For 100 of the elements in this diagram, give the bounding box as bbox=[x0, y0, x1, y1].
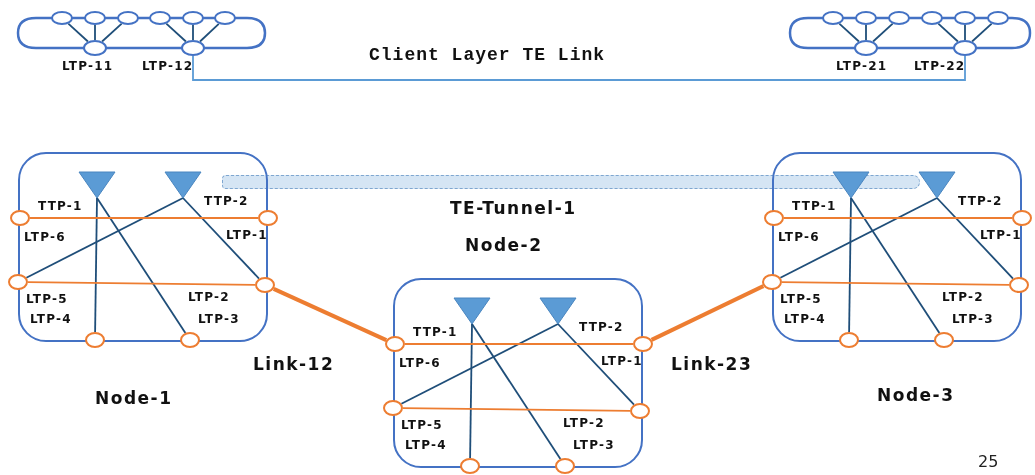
port-circle bbox=[149, 11, 171, 25]
connector-line bbox=[94, 24, 96, 41]
connector-line bbox=[67, 22, 89, 43]
page-number: 25 bbox=[978, 452, 999, 471]
connector-line bbox=[101, 22, 123, 43]
port-label: TTP-1 bbox=[38, 199, 83, 214]
connector-line bbox=[779, 197, 938, 279]
connector-line bbox=[165, 22, 187, 43]
tunnel-label: TE-Tunnel-1 bbox=[450, 198, 577, 219]
port-label: LTP-5 bbox=[401, 418, 443, 433]
ttp-triangle bbox=[79, 172, 115, 198]
connector-line bbox=[192, 24, 194, 41]
port-circle bbox=[839, 332, 859, 348]
port-circle bbox=[181, 40, 205, 56]
port-label: LTP-1 bbox=[980, 228, 1022, 243]
port-label: LTP-6 bbox=[778, 230, 820, 245]
port-label: LTP-2 bbox=[942, 290, 984, 305]
connector-line bbox=[29, 217, 259, 219]
port-circle bbox=[888, 11, 910, 25]
port-circle bbox=[460, 458, 480, 474]
port-label: LTP-4 bbox=[30, 312, 72, 327]
node-label: Node-2 bbox=[465, 235, 543, 256]
port-label: LTP-11 bbox=[62, 59, 114, 74]
port-circle bbox=[258, 210, 278, 226]
port-label: LTP-5 bbox=[780, 292, 822, 307]
connector-line bbox=[182, 197, 260, 280]
connector-line bbox=[94, 197, 98, 333]
ttp-triangle bbox=[833, 172, 869, 198]
link-line bbox=[650, 284, 765, 342]
port-label: LTP-3 bbox=[952, 312, 994, 327]
node-label: Node-1 bbox=[95, 388, 173, 409]
port-circle bbox=[1009, 277, 1029, 293]
ttp-triangle bbox=[454, 298, 490, 324]
port-label: LTP-2 bbox=[563, 416, 605, 431]
port-circle bbox=[383, 400, 403, 416]
connector-line bbox=[96, 197, 187, 334]
port-label: LTP-1 bbox=[601, 354, 643, 369]
port-label: TTP-2 bbox=[204, 194, 249, 209]
port-circle bbox=[822, 11, 844, 25]
connector-line bbox=[872, 22, 894, 43]
port-circle bbox=[934, 332, 954, 348]
port-circle bbox=[8, 274, 28, 290]
port-label: LTP-6 bbox=[399, 356, 441, 371]
port-circle bbox=[85, 332, 105, 348]
port-label: LTP-22 bbox=[914, 59, 966, 74]
connector-line bbox=[781, 281, 1010, 286]
port-label: TTP-2 bbox=[579, 320, 624, 335]
connector-line bbox=[848, 197, 852, 333]
connector-line bbox=[936, 197, 1014, 280]
port-label: TTP-1 bbox=[413, 325, 458, 340]
port-circle bbox=[987, 11, 1009, 25]
port-label: LTP-6 bbox=[24, 230, 66, 245]
port-circle bbox=[255, 277, 275, 293]
connector-line bbox=[937, 22, 959, 43]
port-circle bbox=[1012, 210, 1032, 226]
port-circle bbox=[855, 11, 877, 25]
port-label: LTP-5 bbox=[26, 292, 68, 307]
ttp-triangle bbox=[165, 172, 201, 198]
connector-line bbox=[964, 24, 966, 41]
ttp-triangle bbox=[919, 172, 955, 198]
connector-line bbox=[850, 197, 941, 334]
connector-line bbox=[471, 323, 562, 460]
port-circle bbox=[180, 332, 200, 348]
ttp-triangle bbox=[540, 298, 576, 324]
port-label: LTP-12 bbox=[142, 59, 194, 74]
port-circle bbox=[630, 403, 650, 419]
port-label: TTP-1 bbox=[792, 199, 837, 214]
connector-line bbox=[557, 323, 635, 406]
connector-line bbox=[404, 343, 634, 345]
port-circle bbox=[854, 40, 878, 56]
port-label: LTP-3 bbox=[573, 438, 615, 453]
connector-line bbox=[199, 22, 220, 43]
port-circle bbox=[117, 11, 139, 25]
port-label: LTP-4 bbox=[784, 312, 826, 327]
port-circle bbox=[214, 11, 236, 25]
port-circle bbox=[555, 458, 575, 474]
connector-line bbox=[971, 22, 993, 43]
connector-line bbox=[400, 323, 559, 405]
port-circle bbox=[953, 40, 977, 56]
connector-line bbox=[783, 217, 1013, 219]
port-circle bbox=[762, 274, 782, 290]
port-label: LTP-21 bbox=[836, 59, 888, 74]
port-circle bbox=[764, 210, 784, 226]
port-circle bbox=[385, 336, 405, 352]
connector-line bbox=[469, 323, 473, 459]
port-label: LTP-4 bbox=[405, 438, 447, 453]
connector-line bbox=[838, 22, 860, 43]
port-circle bbox=[182, 11, 204, 25]
connector-line bbox=[192, 55, 966, 81]
connector-line bbox=[402, 407, 631, 412]
port-circle bbox=[83, 40, 107, 56]
port-label: LTP-1 bbox=[226, 228, 268, 243]
port-circle bbox=[921, 11, 943, 25]
port-circle bbox=[954, 11, 976, 25]
connector-line bbox=[865, 24, 867, 41]
port-circle bbox=[633, 336, 653, 352]
port-label: TTP-2 bbox=[958, 194, 1003, 209]
connector-line bbox=[27, 281, 256, 286]
port-circle bbox=[51, 11, 73, 25]
port-circle bbox=[10, 210, 30, 226]
